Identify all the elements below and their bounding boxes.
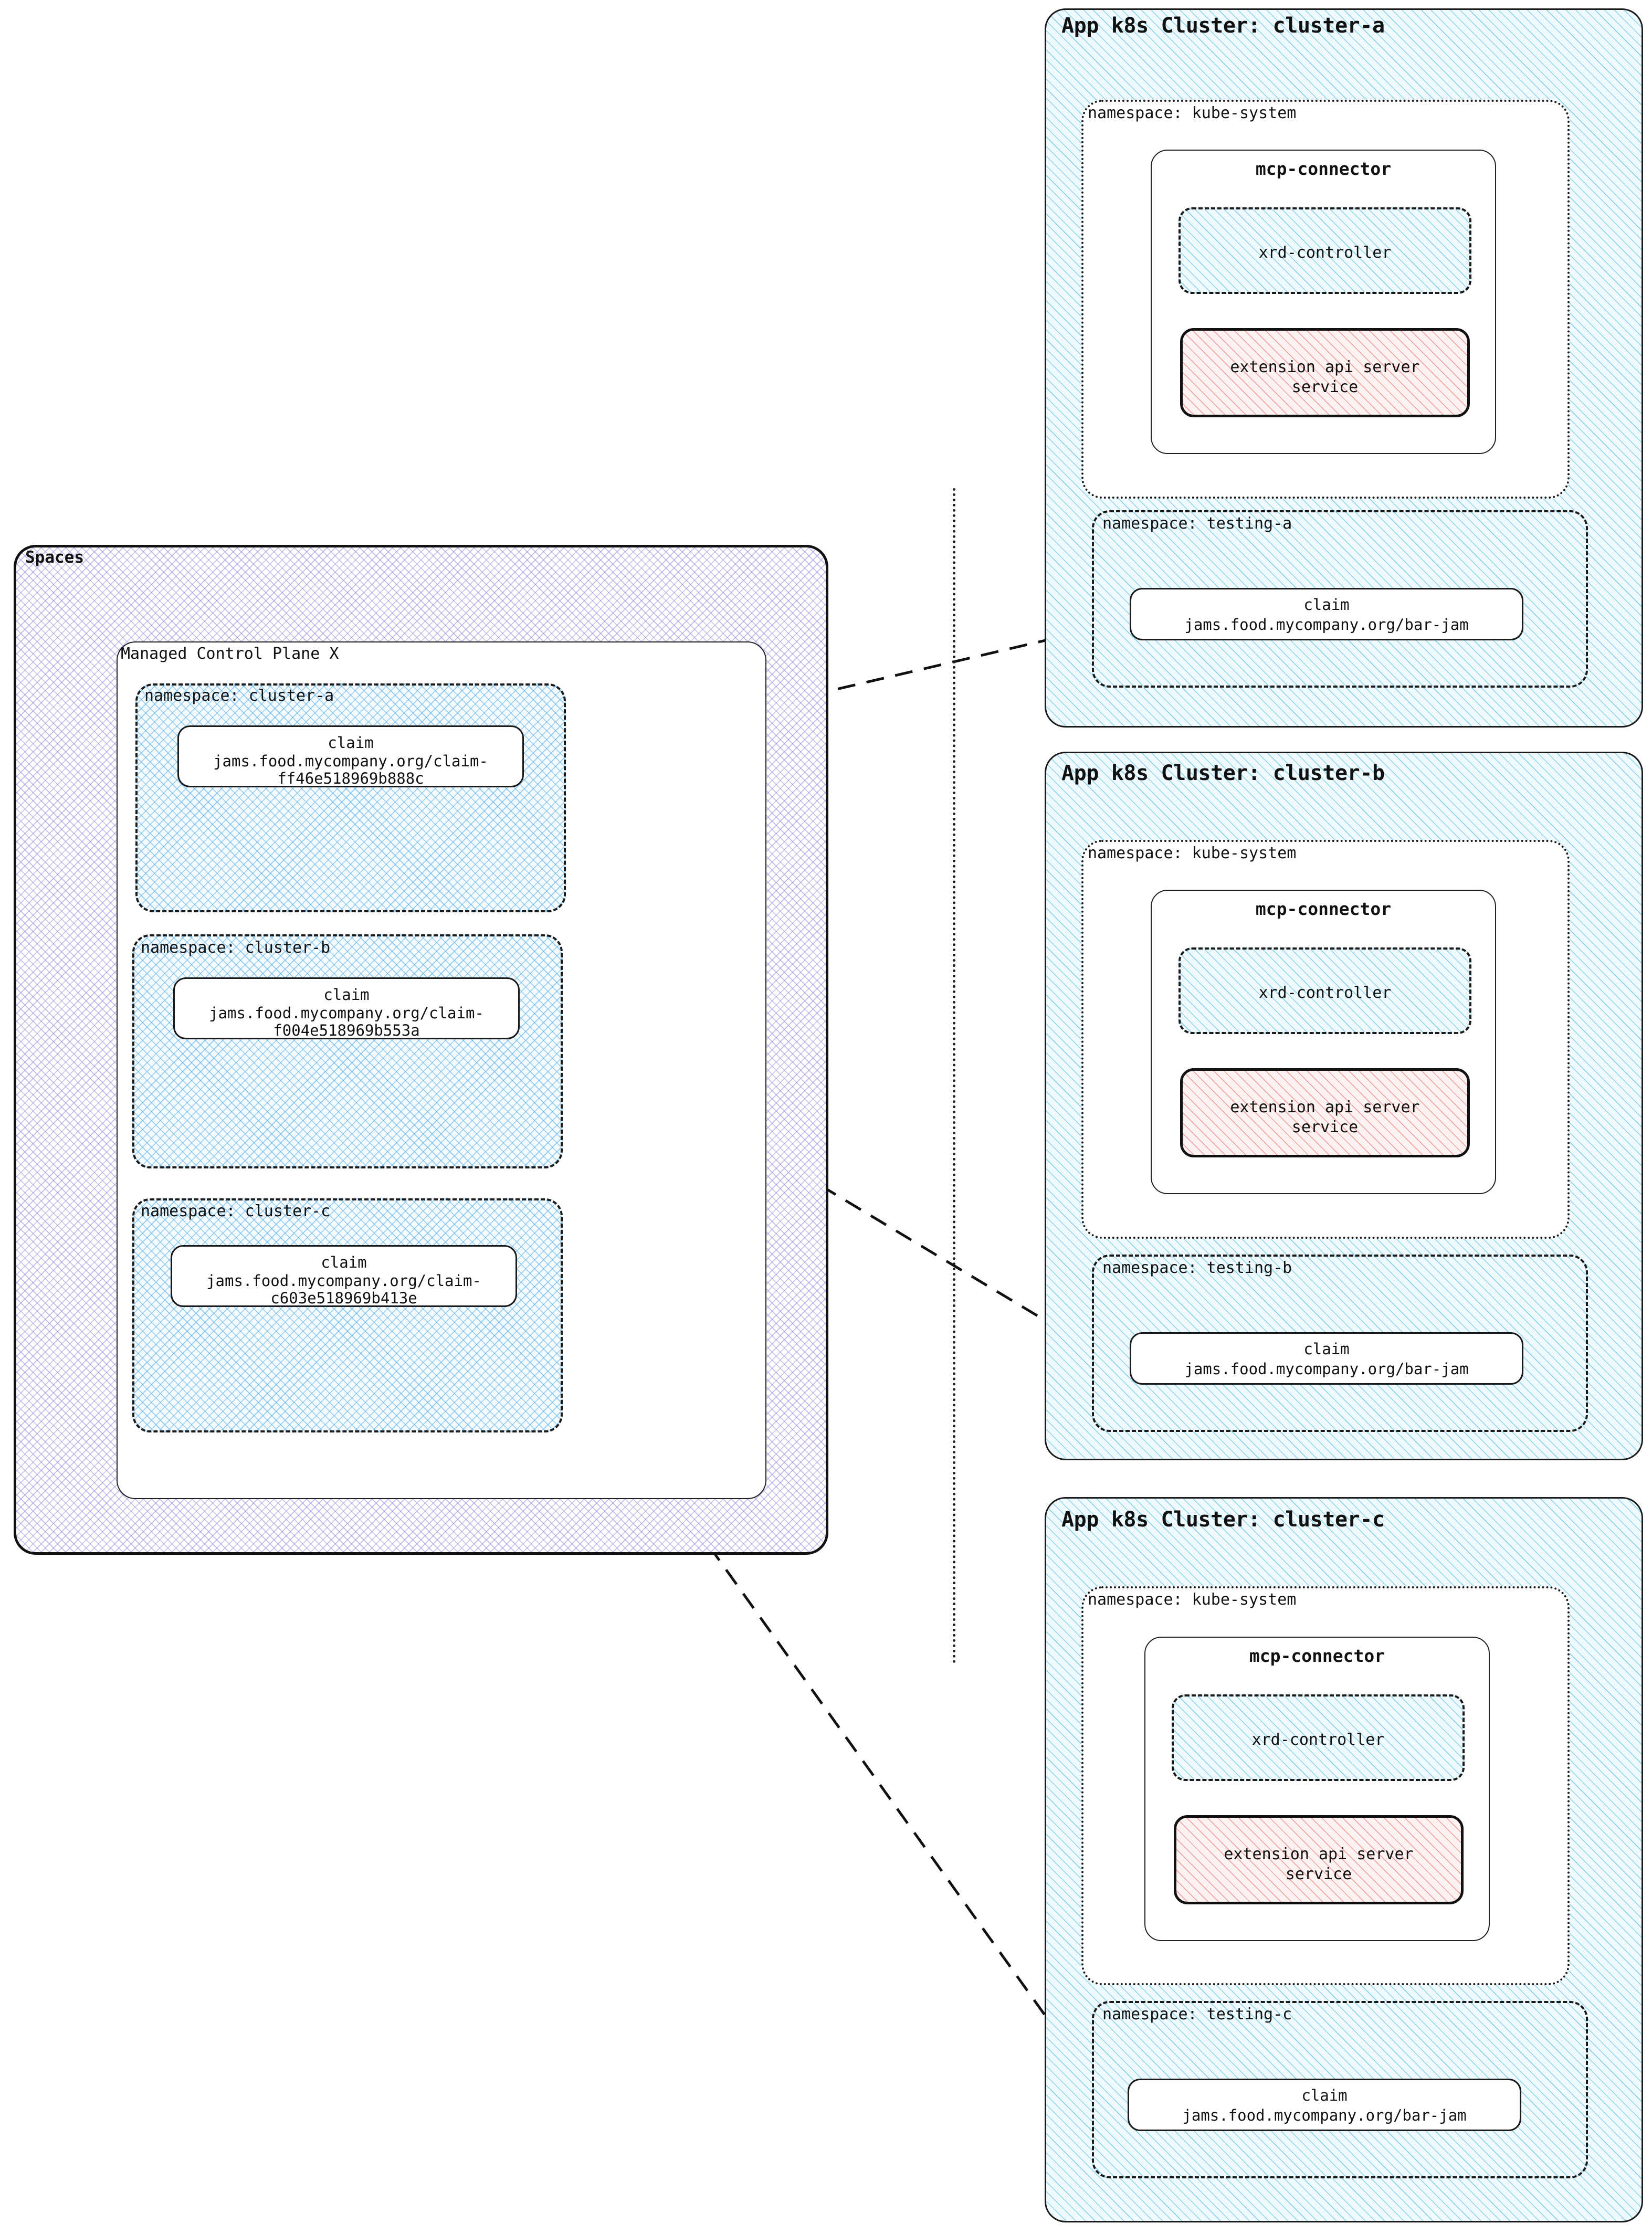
spaces-claim-ref2-b: f004e518969b553a: [273, 1021, 420, 1039]
testing-claim-box-b: claim jams.food.mycompany.org/bar-jam: [1130, 1332, 1523, 1385]
spaces-claim-kind-a: claim: [328, 734, 374, 752]
spaces-claim-box-cluster-c: claim jams.food.mycompany.org/claim- c60…: [171, 1245, 517, 1307]
extension-api-server-box-b: [1180, 1068, 1470, 1157]
spaces-claim-ref-a: jams.food.mycompany.org/claim-: [213, 752, 488, 770]
xrd-controller-label-b: xrd-controller: [1258, 984, 1392, 1002]
testing-claim-kind-a: claim: [1303, 596, 1350, 614]
spaces-namespace-cluster-a: [135, 683, 566, 912]
xrd-controller-box-c: [1172, 1694, 1465, 1781]
spaces-claim-kind-b: claim: [323, 986, 370, 1004]
extension-api-server-label-c: extension api server: [1224, 1845, 1414, 1863]
spaces-claim-ref2-a: ff46e518969b888c: [277, 770, 424, 787]
spaces-namespace-cluster-b: [132, 934, 563, 1168]
mcp-connector-title-c: mcp-connector: [1249, 1646, 1385, 1666]
mcp-connector-title-a: mcp-connector: [1255, 159, 1392, 179]
extension-api-server-label2-c: service: [1285, 1865, 1352, 1883]
extension-api-server-box-c: [1174, 1815, 1464, 1904]
xrd-controller-box-b: [1179, 947, 1471, 1034]
testing-claim-kind-c: claim: [1301, 2087, 1348, 2104]
extension-api-server-label2-a: service: [1291, 378, 1359, 396]
testing-claim-box-c: claim jams.food.mycompany.org/bar-jam: [1128, 2079, 1521, 2131]
extension-api-server-box-a: [1180, 328, 1470, 417]
testing-claim-ref-c: jams.food.mycompany.org/bar-jam: [1182, 2106, 1467, 2124]
mcp-connector-title-b: mcp-connector: [1255, 899, 1392, 919]
spaces-claim-box-cluster-b: claim jams.food.mycompany.org/claim- f00…: [173, 977, 520, 1039]
vertical-divider: [953, 488, 955, 1664]
spaces-claim-ref-c: jams.food.mycompany.org/claim-: [206, 1272, 481, 1290]
extension-api-server-label-b: extension api server: [1230, 1098, 1420, 1116]
testing-claim-kind-b: claim: [1303, 1340, 1350, 1358]
spaces-claim-ref-b: jams.food.mycompany.org/claim-: [209, 1004, 484, 1022]
spaces-claim-kind-c: claim: [321, 1253, 367, 1271]
testing-claim-ref-a: jams.food.mycompany.org/bar-jam: [1184, 616, 1469, 634]
extension-api-server-label-a: extension api server: [1230, 358, 1420, 376]
xrd-controller-label-c: xrd-controller: [1251, 1731, 1385, 1749]
spaces-claim-box-cluster-a: claim jams.food.mycompany.org/claim- ff4…: [177, 725, 524, 787]
extension-api-server-label2-b: service: [1291, 1118, 1359, 1136]
testing-claim-box-a: claim jams.food.mycompany.org/bar-jam: [1130, 588, 1523, 640]
xrd-controller-label-a: xrd-controller: [1258, 244, 1392, 262]
spaces-namespace-cluster-c: [132, 1198, 563, 1432]
testing-claim-ref-b: jams.food.mycompany.org/bar-jam: [1184, 1360, 1469, 1378]
xrd-controller-box-a: [1179, 207, 1471, 294]
spaces-claim-ref2-c: c603e518969b413e: [270, 1289, 417, 1307]
